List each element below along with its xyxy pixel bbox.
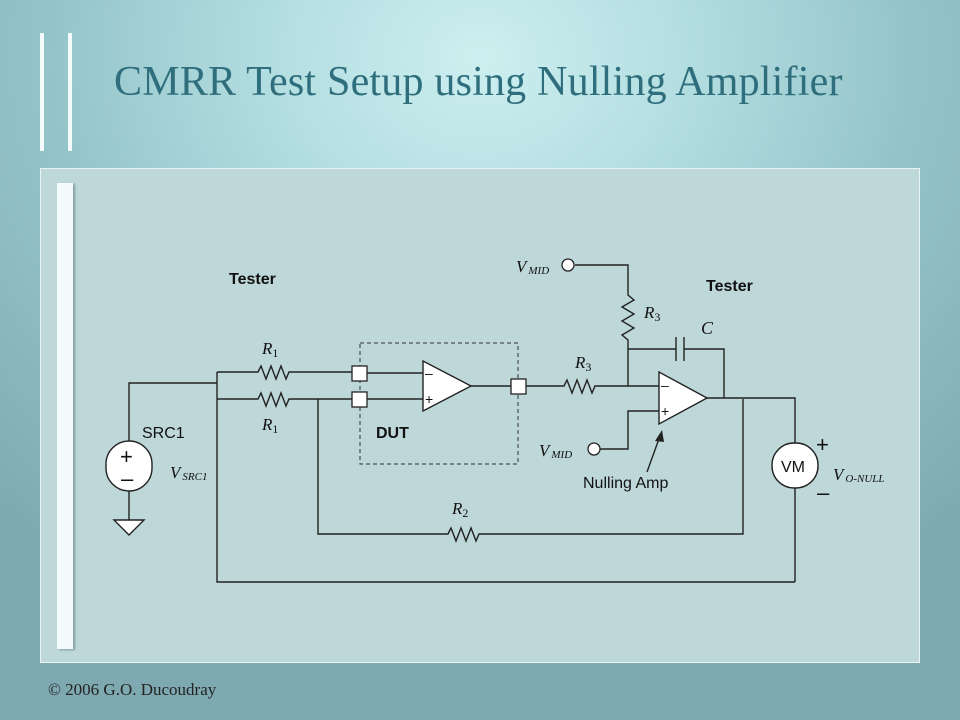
source-src1 (105, 440, 153, 492)
wire-cap-right (684, 348, 725, 398)
null-plus-sign: + (661, 403, 669, 419)
label-nulling-amp: Nulling Amp (583, 475, 668, 492)
label-r3-vertical: R3 (643, 303, 660, 324)
wire-r2-loop (317, 399, 744, 543)
src-plus-sign: + (120, 444, 133, 469)
vmid-bottom-terminal (587, 442, 601, 456)
dut-minus-sign: – (425, 365, 433, 381)
content-panel (40, 168, 920, 663)
dut-terminal-out (510, 378, 527, 395)
dut-box (359, 342, 519, 465)
label-dut: DUT (376, 425, 409, 442)
label-r2: R2 (451, 499, 468, 520)
label-vm: VM (781, 459, 805, 476)
label-capacitor: C (701, 318, 714, 338)
dut-opamp (422, 359, 473, 413)
wire-r1-bottom (217, 391, 352, 408)
vout-minus-sign: – (817, 480, 830, 505)
label-src1: SRC1 (142, 425, 185, 442)
dut-terminal-minus (351, 365, 368, 382)
wire-src-top (128, 382, 217, 441)
ground-symbol (112, 519, 146, 536)
label-r3-horizontal: R3 (574, 353, 591, 374)
nulling-opamp (658, 370, 709, 426)
wire-null-out (707, 397, 796, 443)
slide-title: CMRR Test Setup using Nulling Amplifier (114, 59, 843, 105)
wire-null-plus (600, 410, 659, 450)
label-tester-left: Tester (229, 271, 276, 288)
voltmeter-vm (771, 442, 819, 489)
wire-r3-horizontal (526, 378, 628, 395)
panel-accent-bar (57, 183, 73, 649)
wire-node-vertical (575, 264, 636, 386)
label-tester-right: Tester (706, 278, 753, 295)
src-minus-sign: – (121, 466, 134, 491)
label-r1-bottom: R1 (261, 415, 278, 436)
dut-terminal-plus (351, 391, 368, 408)
nulling-amp-arrowhead (655, 430, 664, 442)
wire-r1-top (217, 364, 352, 381)
dut-plus-sign: + (425, 391, 433, 407)
copyright-footer: © 2006 G.O. Ducoudray (48, 680, 217, 699)
wire-left-bus (216, 372, 795, 583)
title-accent-bar (40, 33, 72, 151)
vmid-top-terminal (561, 258, 575, 272)
label-r1-top: R1 (261, 339, 278, 360)
null-minus-sign: – (661, 377, 669, 393)
vout-plus-sign: + (816, 432, 829, 457)
nulling-amp-arrow-line (646, 435, 661, 473)
